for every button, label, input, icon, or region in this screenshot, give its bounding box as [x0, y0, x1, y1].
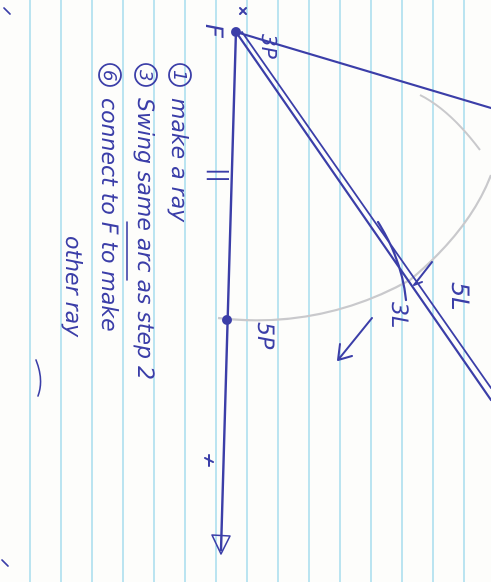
- notebook-lines: [29, 0, 465, 582]
- trailing-squiggle: [35, 359, 42, 397]
- mark-3l-label: 3L: [386, 302, 411, 328]
- arrowhead-icon: [211, 534, 231, 555]
- compass-arc-mark: [376, 220, 408, 302]
- step-3-circle: [134, 63, 158, 87]
- step-6-number: 6: [99, 70, 120, 81]
- main-ray: [219, 28, 238, 552]
- small-star-mark: [204, 454, 214, 467]
- upper-ray: [234, 30, 491, 110]
- tick-marks: ||: [206, 168, 231, 183]
- mark-5l-label: 5L: [446, 282, 474, 311]
- point-f-label: F: [200, 24, 228, 39]
- step-6-text: connect to F to make: [96, 98, 121, 332]
- diagonal-ray: [234, 30, 491, 402]
- diagonal-ray-second-stroke: [241, 31, 491, 389]
- point-5p-dot: [222, 315, 232, 325]
- mark-3p-label: 3P: [257, 34, 281, 60]
- arrow-5l-icon: [413, 261, 433, 286]
- step-1-text: make a ray: [166, 98, 191, 223]
- top-left-mark: [239, 7, 247, 15]
- step-1-circle: [168, 63, 192, 87]
- arrow-3l-icon: [337, 317, 373, 361]
- mark-5p-label: 5P: [252, 322, 277, 350]
- step-3-text: Swing same arc as step 2: [132, 98, 157, 380]
- left-edge-fragment: [1, 7, 11, 567]
- compass-arc-small: [419, 94, 481, 151]
- step-1-number: 1: [169, 70, 190, 81]
- step-3-number: 3: [135, 70, 156, 81]
- step-list: 1 make a ray 3 Swing same arc as step 2 …: [35, 63, 192, 397]
- step-6-circle: [98, 63, 122, 87]
- step-6-continuation: other ray: [60, 236, 85, 338]
- point-f-dot: [231, 27, 241, 37]
